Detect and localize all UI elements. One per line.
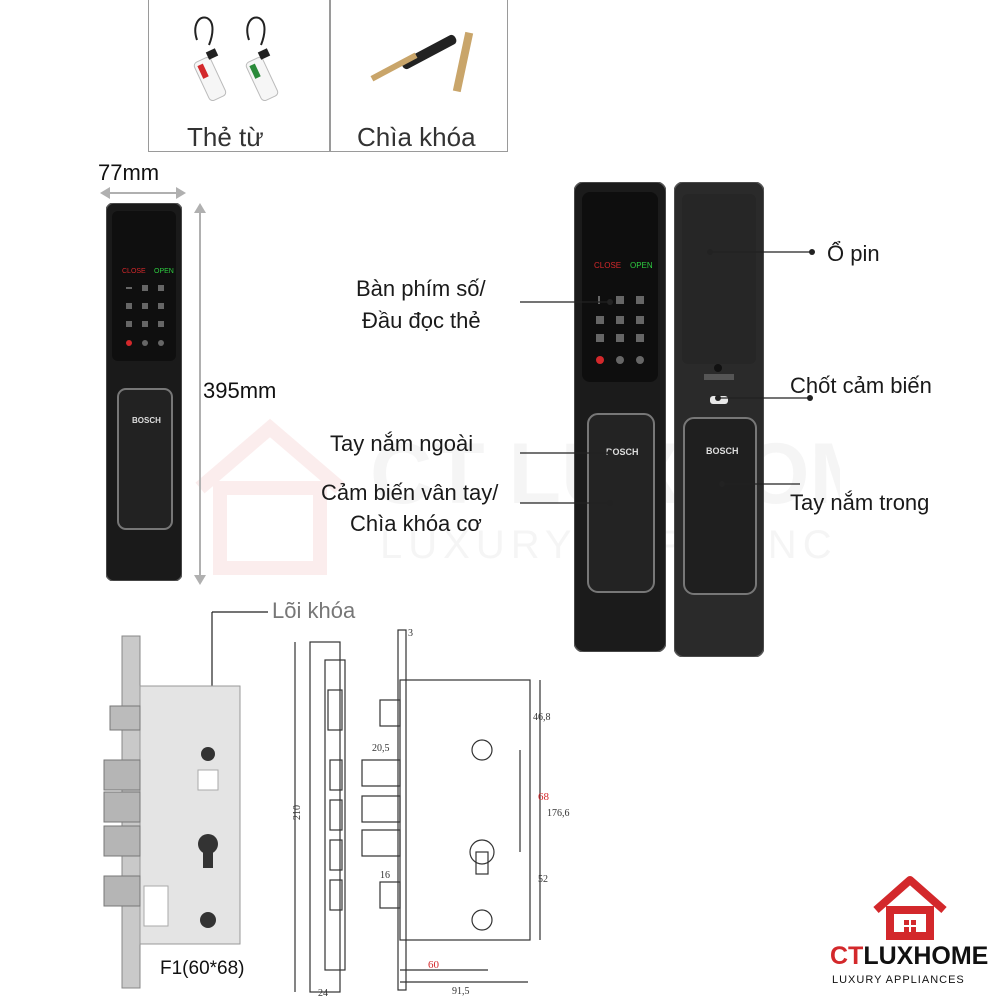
dim-3: 3 xyxy=(408,628,413,639)
dim-176-6: 176,6 xyxy=(547,808,570,819)
accessories-box: Thẻ từ Chìa khóa xyxy=(148,0,508,152)
dim-60: 60 xyxy=(428,959,440,971)
technical-drawing: 3 46,8 20,5 68 176,6 52 16 60 91,5 24 21… xyxy=(270,620,570,1000)
dim-16: 16 xyxy=(380,870,390,881)
logo-lux: LUXHOME xyxy=(863,942,989,970)
logo-ct: CT xyxy=(830,942,864,970)
callout-inner-handle: Tay nắm trong xyxy=(790,490,930,515)
keypad-close-label-small: CLOSE xyxy=(122,268,146,275)
accessory-label-key: Chìa khóa xyxy=(357,122,476,152)
callout-keypad: Bàn phím số/ xyxy=(356,276,486,301)
house-logo-icon xyxy=(873,876,947,940)
keypad-open-label-small: OPEN xyxy=(154,268,174,275)
lock-core-label: Lõi khóa xyxy=(272,598,356,623)
callout-card-reader: Đầu đọc thẻ xyxy=(362,308,481,333)
rfid-card-tags-icon xyxy=(177,10,297,110)
keypad-close-label-large: CLOSE xyxy=(594,261,621,270)
callout-battery: Ổ pin xyxy=(827,241,880,266)
width-dimension-label: 77mm xyxy=(98,160,160,185)
dim-20-5: 20,5 xyxy=(372,743,390,754)
dim-24: 24 xyxy=(318,988,328,999)
dim-46-8: 46,8 xyxy=(533,712,551,723)
callout-sensor-latch: Chốt cảm biến xyxy=(790,373,932,398)
height-dimension-arrow xyxy=(194,203,206,585)
brand-badge-large: BOSCH xyxy=(606,447,639,457)
accessories-divider xyxy=(329,0,331,152)
callout-mech-key: Chìa khóa cơ xyxy=(350,511,482,536)
height-dimension-label: 395mm xyxy=(203,378,277,403)
lock-back: BOSCH xyxy=(673,181,765,658)
brand-badge-small: BOSCH xyxy=(132,416,161,425)
ctluxhome-logo: CTLUXHOME LUXURY APPLIANCES xyxy=(830,870,990,990)
dim-210: 210 xyxy=(292,805,303,820)
brand-badge-back: BOSCH xyxy=(706,446,739,456)
mechanical-key-icon xyxy=(359,22,489,102)
lock-model-label: F1(60*68) xyxy=(160,958,245,979)
callout-outer-handle: Tay nắm ngoài xyxy=(330,431,474,456)
lock-body-photo xyxy=(100,630,250,990)
callout-fingerprint: Cảm biến vân tay/ xyxy=(321,480,499,505)
accessory-label-card: Thẻ từ xyxy=(187,122,264,152)
width-dimension-arrow xyxy=(100,187,186,199)
logo-tagline: LUXURY APPLIANCES xyxy=(832,974,965,986)
dim-68: 68 xyxy=(538,791,550,803)
logo-wordmark: CTLUXHOME xyxy=(830,942,988,971)
dim-52: 52 xyxy=(538,874,548,885)
keypad-open-label-large: OPEN xyxy=(630,261,653,270)
dim-91-5: 91,5 xyxy=(452,986,470,997)
